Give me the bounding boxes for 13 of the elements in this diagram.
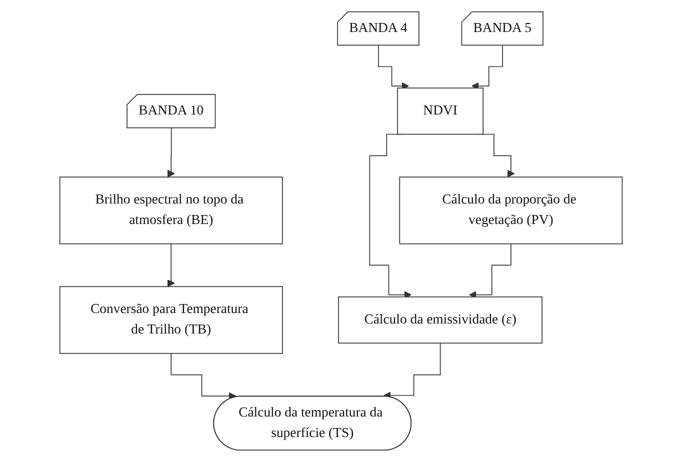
node-box: Cálculo da proporção de vegetação (PV) <box>399 176 623 244</box>
arrow <box>378 45 410 90</box>
arrow <box>472 45 504 90</box>
arrow <box>167 128 175 178</box>
arrow <box>369 134 412 299</box>
node-box: NDVI <box>397 88 484 135</box>
node-box: Conversão para Temperatura de Trilho (TB) <box>59 286 283 354</box>
node-box: Cálculo da emissividade (ε) <box>338 296 542 344</box>
node-box: Brilho espectral no topo da atmosfera (BE) <box>59 176 283 244</box>
arrow <box>469 243 512 299</box>
arrow <box>167 243 175 287</box>
arrow <box>170 352 236 400</box>
arrow <box>384 342 441 400</box>
